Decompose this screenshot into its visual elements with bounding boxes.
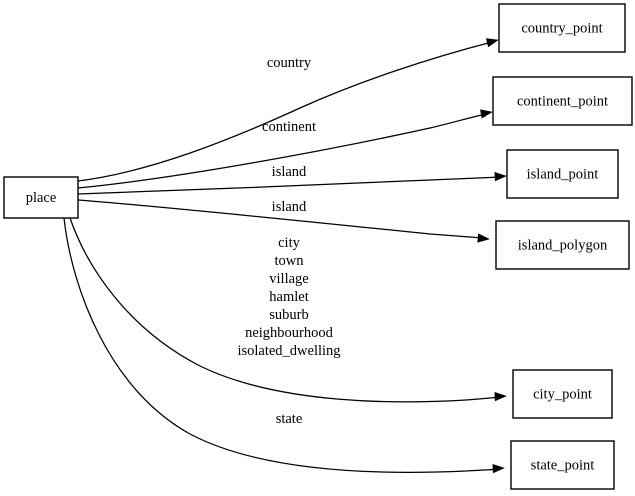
edge-line bbox=[77, 176, 501, 195]
edge-label-line: suburb bbox=[269, 307, 308, 323]
node-box[interactable] bbox=[3, 176, 79, 219]
edge-place-city_point-label: city town village hamlet suburb neighbourhood… bbox=[237, 235, 340, 359]
node-label: place bbox=[26, 190, 57, 206]
arrowhead-icon bbox=[492, 463, 505, 474]
edge-label-line: continent bbox=[262, 119, 316, 135]
arrowhead-icon bbox=[480, 109, 493, 119]
node-place[interactable]: place bbox=[3, 176, 79, 219]
edge-label-line: hamlet bbox=[269, 289, 308, 305]
edge-line bbox=[77, 113, 487, 189]
node-label: state_point bbox=[531, 457, 595, 473]
node-box[interactable] bbox=[510, 440, 615, 490]
edge-place-country_point bbox=[77, 38, 499, 182]
edge-label-line: neighbourhood bbox=[245, 325, 334, 341]
edge-place-island_polygon bbox=[77, 199, 490, 243]
node-continent_point[interactable]: continent_point bbox=[492, 76, 633, 126]
edge-label-line: island bbox=[272, 164, 307, 180]
edge-label-line: isolated_dwelling bbox=[237, 343, 340, 359]
edge-place-city_point bbox=[69, 217, 507, 403]
edge-place-island_point-label: island bbox=[272, 164, 307, 180]
node-city_point[interactable]: city_point bbox=[512, 369, 613, 419]
edge-label-line: city bbox=[278, 235, 300, 251]
arrowhead-icon bbox=[494, 171, 507, 182]
edge-place-state_point bbox=[63, 217, 505, 474]
edge-label-line: village bbox=[269, 271, 308, 287]
edge-place-island_point bbox=[77, 171, 507, 195]
edge-place-state_point-label: state bbox=[276, 411, 303, 427]
edge-place-continent_point bbox=[77, 109, 493, 189]
edge-labels-layer: country continent island island city town vill… bbox=[237, 55, 340, 427]
node-box[interactable] bbox=[512, 369, 613, 419]
arrowhead-icon bbox=[494, 391, 507, 402]
edge-label-line: country bbox=[267, 55, 312, 71]
edge-line bbox=[77, 41, 493, 182]
edge-place-country_point-label: country bbox=[267, 55, 312, 71]
node-island_polygon[interactable]: island_polygon bbox=[495, 220, 630, 270]
node-box[interactable] bbox=[495, 220, 630, 270]
node-island_point[interactable]: island_point bbox=[506, 149, 619, 199]
node-label: island_point bbox=[527, 166, 599, 182]
node-state_point[interactable]: state_point bbox=[510, 440, 615, 490]
node-label: continent_point bbox=[517, 93, 608, 109]
edge-line bbox=[63, 217, 499, 474]
node-box[interactable] bbox=[506, 149, 619, 199]
edge-label-line: town bbox=[275, 253, 305, 269]
node-box[interactable] bbox=[498, 3, 626, 53]
edge-label-line: state bbox=[276, 411, 303, 427]
node-label: city_point bbox=[533, 386, 592, 402]
edge-line bbox=[77, 199, 484, 239]
edges-layer bbox=[63, 38, 507, 474]
node-country_point[interactable]: country_point bbox=[498, 3, 626, 53]
node-label: country_point bbox=[521, 20, 602, 36]
edge-place-continent_point-label: continent bbox=[262, 119, 316, 135]
edge-place-island_polygon-label: island bbox=[272, 199, 307, 215]
arrowhead-icon bbox=[485, 38, 499, 48]
arrowhead-icon bbox=[477, 233, 490, 243]
edge-line bbox=[69, 217, 501, 403]
nodes-layer: place country_point continent_point island_… bbox=[3, 3, 633, 490]
node-label: island_polygon bbox=[518, 237, 608, 253]
edge-label-line: island bbox=[272, 199, 307, 215]
node-box[interactable] bbox=[492, 76, 633, 126]
